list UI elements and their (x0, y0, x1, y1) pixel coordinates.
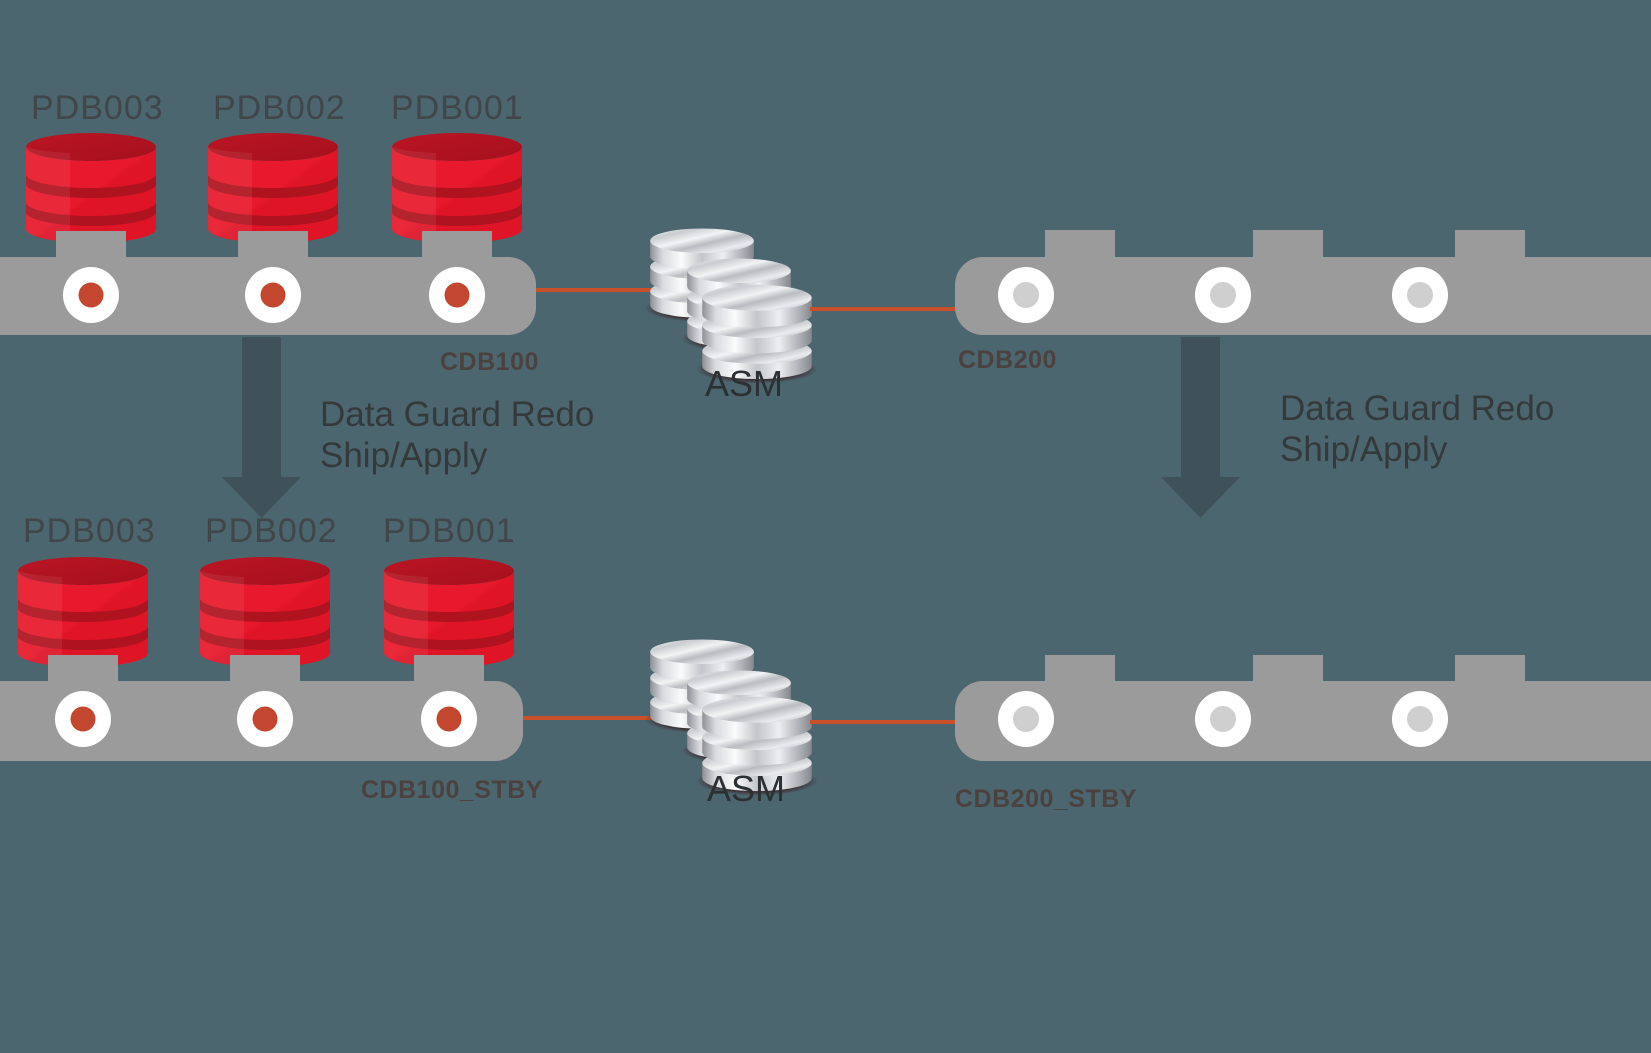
standby-cdb100-group (0, 557, 685, 761)
rack-port[interactable] (998, 267, 1054, 323)
rack-tab (1253, 230, 1323, 262)
rack-port[interactable] (1195, 691, 1251, 747)
rack-port[interactable] (237, 691, 293, 747)
cdb-label-cdb100-stby: CDB100_STBY (361, 776, 543, 804)
rack-port[interactable] (421, 691, 477, 747)
data-guard-label-left: Data Guard Redo Ship/Apply (320, 395, 595, 476)
primary-cdb200-group (955, 230, 1651, 335)
data-guard-arrow-right (1161, 337, 1240, 518)
wire-asm-to-cdb200 (810, 307, 955, 311)
rack-port[interactable] (245, 267, 301, 323)
pdb001-cylinder-standby (384, 557, 514, 667)
standby-cdb200-group (955, 655, 1651, 761)
pdb-label-pdb001-standby: PDB001 (383, 512, 516, 550)
data-guard-arrow-left (222, 337, 301, 518)
wire-cdb100-to-asm (535, 288, 700, 292)
rack-port[interactable] (429, 267, 485, 323)
rack-body-cdb200-stby (955, 681, 1651, 761)
rack-tab (1045, 230, 1115, 262)
standby-asm-group (644, 639, 958, 796)
pdb003-cylinder-standby (18, 557, 148, 667)
rack-port[interactable] (1195, 267, 1251, 323)
rack-tab (1455, 230, 1525, 262)
rack-port[interactable] (1392, 691, 1448, 747)
rack-port[interactable] (998, 691, 1054, 747)
pdb-label-pdb002-standby: PDB002 (205, 512, 338, 550)
cdb-label-cdb200-stby: CDB200_STBY (955, 785, 1137, 813)
pdb-label-pdb001-primary: PDB001 (391, 89, 524, 127)
pdb003-cylinder-primary (26, 133, 156, 243)
pdb001-cylinder-primary (392, 133, 522, 243)
rack-port[interactable] (55, 691, 111, 747)
rack-port[interactable] (1392, 267, 1448, 323)
data-guard-label-right: Data Guard Redo Ship/Apply (1280, 389, 1555, 470)
cdb-label-cdb200: CDB200 (958, 346, 1057, 374)
pdb-label-pdb002-primary: PDB002 (213, 89, 346, 127)
primary-asm-group (644, 228, 955, 384)
asm-label-primary: ASM (705, 363, 784, 404)
pdb-label-pdb003-standby: PDB003 (23, 512, 156, 550)
asm-label-standby: ASM (707, 768, 786, 809)
rack-body-cdb200 (955, 257, 1651, 335)
rack-port[interactable] (63, 267, 119, 323)
pdb-label-pdb003-primary: PDB003 (31, 89, 164, 127)
cdb-label-cdb100: CDB100 (440, 348, 539, 376)
wire-asm-to-cdb200stby (810, 720, 958, 724)
pdb002-cylinder-primary (208, 133, 338, 243)
primary-cdb100-group (0, 133, 700, 335)
wire-cdb100stby-to-asm (520, 716, 685, 720)
pdb002-cylinder-standby (200, 557, 330, 667)
